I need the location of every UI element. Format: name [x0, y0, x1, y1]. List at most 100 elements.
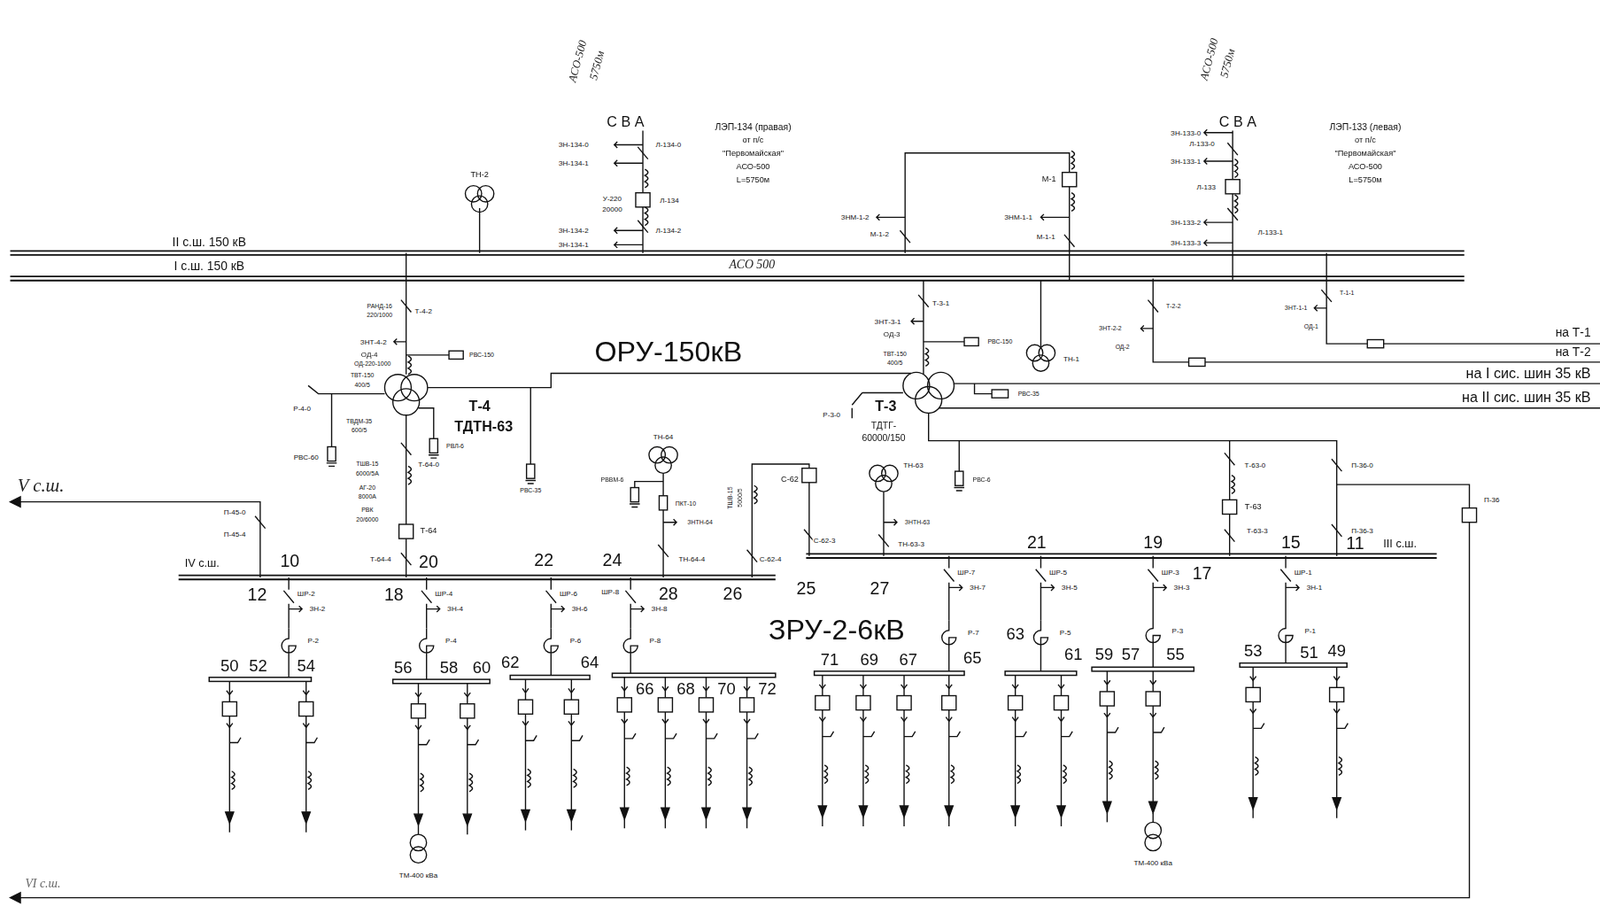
schematic-line: [1225, 179, 1240, 194]
equipment-label: ТДТН-63: [453, 418, 514, 433]
schematic-line: [401, 552, 412, 565]
schematic-line: [427, 373, 912, 388]
cell-number: 65: [962, 649, 983, 666]
equipment-label: ЗН-134-1: [556, 240, 589, 248]
equipment-label: Т-3: [873, 398, 898, 413]
schematic-line: [517, 679, 537, 830]
equipment-label: Т-64-0: [417, 460, 441, 468]
equipment-label: М-1: [1041, 175, 1058, 184]
schematic-line: [1152, 278, 1600, 362]
equipment-label: Р-6: [569, 636, 583, 644]
schematic-line: [964, 337, 979, 346]
schematic-line: [428, 438, 440, 458]
equipment-label: ЗН-1: [1305, 583, 1323, 591]
handwritten-note: АСО-500: [566, 38, 589, 85]
schematic-line: [923, 340, 965, 342]
cell-number: 64: [579, 654, 601, 671]
cell-number: 10: [278, 552, 301, 571]
schematic-line: [1071, 150, 1075, 170]
equipment-label: ЗН-133-3: [1169, 239, 1202, 247]
schematic-line: [1204, 219, 1233, 226]
equipment-label: "Первомайская": [721, 149, 785, 158]
equipment-label: ЗН-5: [1060, 583, 1079, 591]
equipment-label: ЗНТ-2-2: [1097, 324, 1123, 332]
cell-number: 54: [295, 657, 317, 674]
schematic-line: [922, 280, 924, 375]
schematic-line: [751, 463, 810, 578]
schematic-line: [1231, 130, 1233, 280]
equipment-label: Т-4-2: [413, 307, 433, 315]
equipment-label: Р-7: [966, 628, 981, 636]
schematic-line: [876, 214, 905, 221]
equipment-label: П-36-3: [1350, 526, 1375, 534]
equipment-label: РВС-35: [518, 487, 542, 495]
schematic-line: [1329, 666, 1349, 818]
cell-number: 53: [1243, 642, 1264, 659]
schematic-line: [417, 408, 433, 440]
equipment-label: III с.ш.: [1382, 538, 1418, 550]
schematic-line: [1147, 300, 1159, 313]
schematic-line: [644, 207, 648, 226]
cell-number: 25: [795, 579, 817, 598]
equipment-label: АСО-500: [1347, 162, 1384, 171]
equipment-label: ЗН-134-1: [556, 159, 589, 167]
handwritten-note: VI с.ш.: [23, 877, 62, 890]
equipment-label: П-45-4: [223, 531, 248, 539]
equipment-label: ШР-7: [956, 568, 976, 576]
cell-number: 55: [1165, 646, 1186, 663]
schematic-line: [1035, 569, 1047, 582]
handwritten-note: АСО 500: [727, 257, 776, 271]
equipment-label: 600/5: [350, 427, 369, 434]
schematic-line: [401, 374, 428, 402]
equipment-label: РАНД-16: [365, 302, 394, 310]
cell-number: 27: [868, 579, 890, 598]
schematic-line: [1145, 671, 1165, 822]
schematic-line: [222, 680, 241, 832]
equipment-label: Т-63: [1244, 502, 1263, 511]
schematic-line: [1234, 159, 1237, 178]
schematic-line: [954, 382, 1600, 384]
equipment-label: РВЛ-6: [445, 442, 465, 449]
schematic-line: [637, 146, 649, 160]
equipment-label: от п/с: [1353, 136, 1377, 145]
cell-number: 52: [247, 657, 269, 674]
schematic-line: [1033, 619, 1048, 645]
equipment-label: ТН-64: [652, 432, 675, 441]
schematic-line: [394, 338, 407, 345]
cell-number: 67: [897, 651, 919, 668]
schematic-line: [550, 605, 565, 612]
schematic-line: [815, 674, 835, 826]
schematic-line: [1321, 289, 1332, 302]
cell-number: 20: [417, 553, 440, 572]
equipment-label: ТВТ-150: [881, 350, 908, 357]
equipment-label: ШР-4: [433, 589, 454, 597]
schematic-line: [1461, 508, 1477, 523]
schematic-line: [530, 387, 532, 464]
schematic-line: [10, 496, 22, 508]
schematic-line: [754, 485, 758, 504]
equipment-label: ЗН-133-1: [1169, 157, 1202, 165]
cell-number: 60: [471, 659, 493, 676]
equipment-label: Т-63-0: [1243, 461, 1267, 469]
schematic-line: [614, 241, 643, 248]
schematic-line: [1280, 569, 1291, 582]
schematic-line: [1367, 340, 1384, 348]
cell-number: 24: [601, 551, 623, 570]
equipment-label: ОД-3: [882, 330, 902, 338]
feeder-group: [208, 556, 1348, 864]
schematic-line: [1234, 194, 1237, 214]
cell-number: 22: [533, 551, 555, 570]
equipment-label: Л-134: [658, 196, 681, 204]
equipment-label: "Первомайская": [1333, 149, 1397, 158]
schematic-line: [10, 892, 22, 904]
equipment-label: Л-133-0: [1188, 139, 1216, 147]
schematic-line: [550, 577, 552, 678]
schematic-line: [510, 674, 590, 680]
schematic-line: [629, 487, 641, 508]
equipment-label: С-62-4: [758, 555, 783, 563]
cell-number: 15: [1280, 533, 1302, 552]
schematic-line: [896, 674, 916, 826]
section-title: ОРУ-150кВ: [593, 337, 743, 366]
schematic-line: [208, 677, 311, 682]
equipment-label: ТН-2: [469, 171, 490, 180]
